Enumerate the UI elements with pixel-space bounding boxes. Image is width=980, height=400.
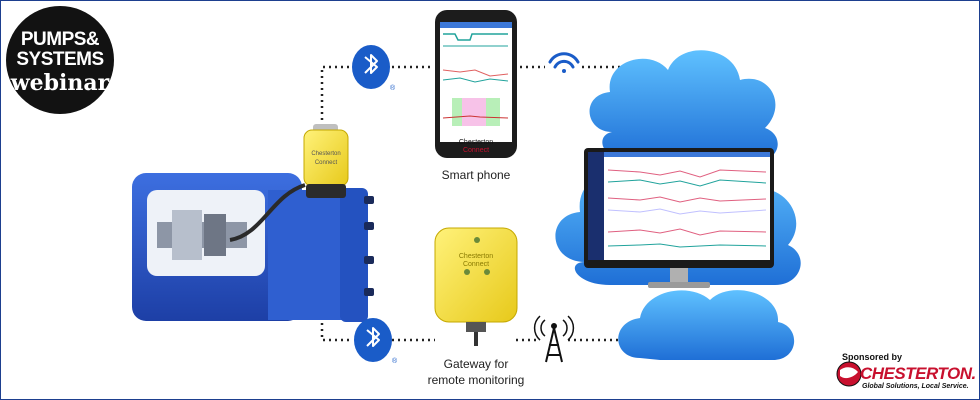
bluetooth-registered-mark: ®: [392, 357, 398, 365]
bluetooth-icon: ®: [352, 45, 396, 92]
cell-tower-icon: [533, 315, 575, 363]
logo-line-1: PUMPS&: [20, 29, 100, 50]
pump-coupling: [172, 210, 202, 260]
gateway-label-line2: remote monitoring: [427, 373, 525, 387]
wifi-icon: [548, 52, 580, 73]
logo-line-2: SYSTEMS: [16, 49, 104, 70]
sensor-brand-line1: Chesterton: [311, 151, 340, 157]
sponsor-logo-text: CHESTERTON.: [860, 364, 976, 383]
pump-illustration: [132, 173, 374, 322]
pump-flange: [340, 188, 368, 322]
pumps-systems-webinar-logo: PUMPS& SYSTEMS webinar: [6, 6, 114, 114]
sponsored-by-label: Sponsored by: [842, 352, 903, 362]
gateway-brand-line2: Connect: [463, 261, 489, 268]
smart-phone-label: Smart phone: [441, 168, 511, 182]
sensor-cable: [229, 183, 306, 242]
sponsor-tagline: Global Solutions, Local Service.: [862, 383, 969, 390]
phone-brand-line2: Connect: [463, 147, 489, 154]
sensor-device: Chesterton Connect: [303, 124, 349, 198]
smart-phone-device: Chesterton Connect: [435, 10, 517, 158]
gateway-brand-line1: Chesterton: [459, 253, 493, 260]
bluetooth-registered-mark: ®: [390, 84, 396, 92]
desktop-monitor: [584, 148, 774, 288]
logo-line-3: webinar: [10, 70, 110, 96]
chesterton-globe-logo: [836, 361, 862, 387]
phone-brand-line1: Chesterton: [459, 139, 493, 146]
pump-bearing: [204, 214, 226, 256]
line-sensor-to-bluetooth-top: [320, 65, 352, 120]
bluetooth-icon: ®: [354, 318, 398, 365]
sensor-brand-line2: Connect: [315, 160, 338, 166]
flange-bolts: [364, 196, 374, 296]
gateway-label-line1: Gateway for: [443, 357, 509, 371]
gateway-device: Chesterton Connect: [434, 227, 518, 346]
line-sensor-to-bluetooth-bottom: [320, 215, 352, 342]
